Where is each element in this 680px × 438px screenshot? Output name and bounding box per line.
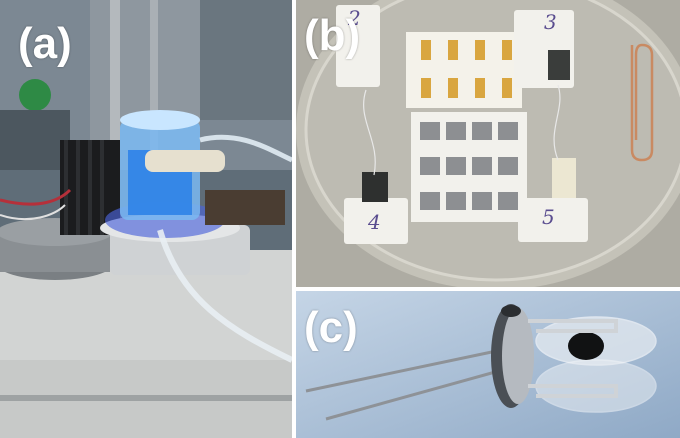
panel-a-illustration — [0, 0, 292, 438]
panel-b-photo: 2 3 4 5 — [296, 0, 680, 287]
handwritten-mark-3: 3 — [544, 10, 557, 34]
handwritten-mark-4: 4 — [368, 210, 381, 234]
panel-label-c: (c) — [304, 303, 358, 352]
handwritten-mark-5: 5 — [542, 205, 555, 229]
panel-label-b: (b) — [304, 11, 361, 60]
panel-c-illustration — [296, 291, 680, 438]
panel-a-photo — [0, 0, 292, 438]
panel-c-photo — [296, 291, 680, 438]
panel-b-illustration — [296, 0, 680, 287]
panel-label-a: (a) — [18, 19, 72, 68]
handwritten-mark-2: 2 — [348, 6, 361, 30]
